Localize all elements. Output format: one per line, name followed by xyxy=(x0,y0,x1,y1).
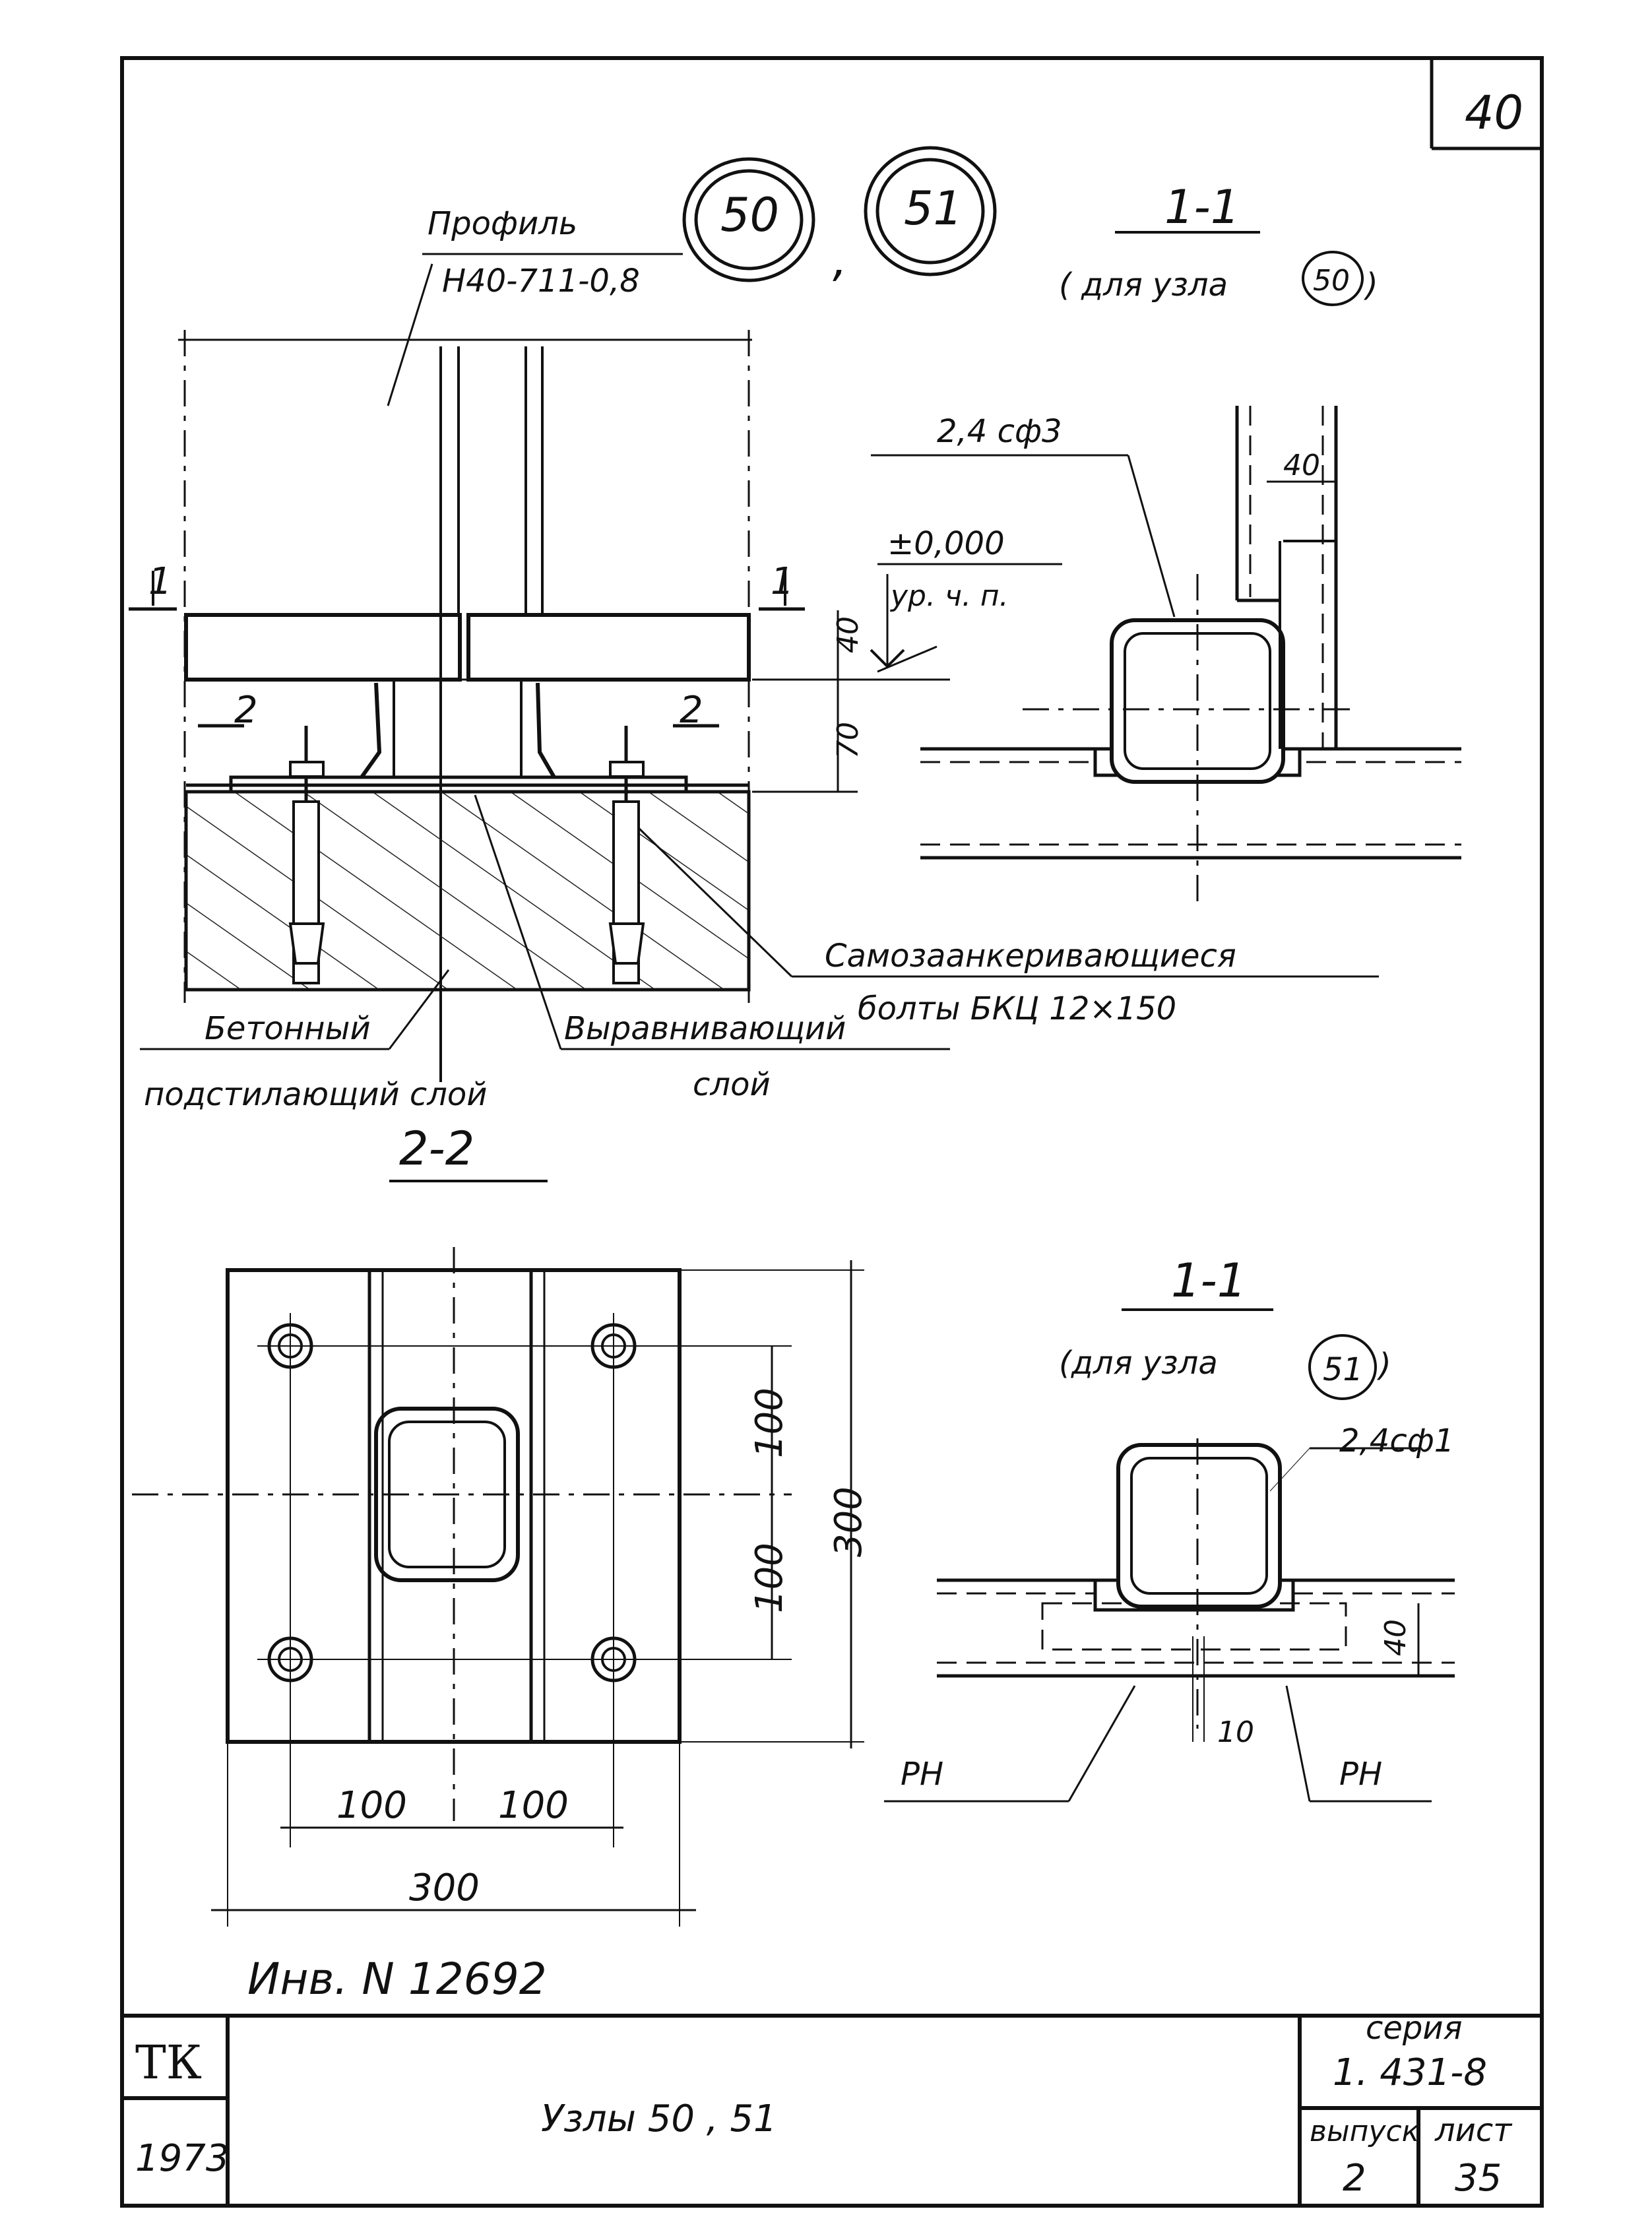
drawing-title: Узлы 50 , 51 xyxy=(541,2097,777,2140)
dim-100-plan-v2: 100 xyxy=(748,1543,791,1613)
levelling-layer-label-2: слой xyxy=(693,1066,771,1103)
profile-label: Профиль xyxy=(428,205,577,242)
dim-100-plan-v1: 100 xyxy=(748,1388,791,1458)
section-mark-2-left: 2 xyxy=(234,689,258,732)
series-label: серия xyxy=(1366,2010,1462,2047)
dim-40-elevation: 40 xyxy=(831,616,865,653)
issue-label: выпуск xyxy=(1310,2115,1420,2148)
node-ref-51: 51 xyxy=(904,181,963,236)
section-mark-1-right: 1 xyxy=(771,560,794,603)
plan-view-22 xyxy=(132,1247,864,1927)
weld-label-node-50: 2,4 сф3 xyxy=(937,413,1062,450)
series-value: 1. 431-8 xyxy=(1333,2051,1487,2094)
level-note: ур. ч. п. xyxy=(889,579,1009,613)
elevation-view xyxy=(129,330,1062,1082)
issue-value: 2 xyxy=(1343,2157,1366,2200)
section-11-title-b: 1-1 xyxy=(1171,1254,1246,1308)
concrete-layer-label-1: Бетонный xyxy=(205,1010,371,1047)
dim-300-plan-h: 300 xyxy=(409,1867,480,1909)
section-11-close-a: ) xyxy=(1364,267,1378,304)
section-mark-2-right: 2 xyxy=(680,689,703,732)
sheet-label: лист xyxy=(1434,2112,1513,2149)
dim-10-node-51: 10 xyxy=(1217,1715,1254,1749)
title-block xyxy=(122,2014,1542,2206)
levelling-layer-label-1: Выравнивающий xyxy=(564,1010,846,1047)
section-11-node-50 xyxy=(871,406,1461,904)
section-11-note-b: (для узла xyxy=(1059,1345,1218,1382)
dim-100-plan-h2: 100 xyxy=(498,1784,569,1827)
node-ref-separator: , xyxy=(833,233,847,287)
section-11-close-b: ) xyxy=(1377,1347,1391,1384)
section-mark-1-left: 1 xyxy=(148,560,172,603)
dim-100-plan-h1: 100 xyxy=(336,1784,407,1827)
section-11-ref-circle-b xyxy=(1308,1334,1377,1400)
rn-label-right: РН xyxy=(1339,1756,1382,1793)
concrete-layer-label-2: подстилающий слой xyxy=(144,1076,487,1113)
callout-leaders xyxy=(140,794,1379,1050)
dim-300-plan-v: 300 xyxy=(827,1487,870,1557)
section-22-title: 2-2 xyxy=(399,1122,474,1176)
anchor-bolts-label-2: болты БКЦ 12×150 xyxy=(858,990,1176,1027)
section-11-ref-circle-a xyxy=(1302,251,1364,306)
inventory-number: Инв. N 12692 xyxy=(247,1954,547,2004)
anchor-bolts-label-1: Самозаанкеривающиеся xyxy=(825,938,1236,975)
profile-code: Н40-711-0,8 xyxy=(442,263,640,300)
rn-label-left: РН xyxy=(901,1756,943,1793)
dim-70-elevation: 70 xyxy=(831,722,865,759)
section-11-title-a: 1-1 xyxy=(1164,180,1240,234)
title-year: 1973 xyxy=(135,2137,230,2180)
dim-40-node-51: 40 xyxy=(1379,1619,1413,1656)
node-ref-50: 50 xyxy=(720,188,779,242)
weld-label-node-51: 2,4сф1 xyxy=(1339,1423,1454,1459)
profile-leader xyxy=(387,263,433,406)
sheet-frame xyxy=(120,56,1544,2208)
section-11-node-51 xyxy=(884,1438,1455,1803)
section-11-note-a: ( для узла xyxy=(1059,267,1228,304)
dim-40-node-50: 40 xyxy=(1283,449,1320,482)
sheet-number: 40 xyxy=(1465,86,1523,140)
section-11-ref-b: 51 xyxy=(1323,1351,1363,1388)
section-11-ref-a: 50 xyxy=(1313,264,1350,298)
title-org: ТК xyxy=(135,2035,202,2090)
level-mark: ±0,000 xyxy=(887,525,1005,562)
sheet-value: 35 xyxy=(1455,2157,1502,2200)
node-ref-circles xyxy=(682,146,997,282)
